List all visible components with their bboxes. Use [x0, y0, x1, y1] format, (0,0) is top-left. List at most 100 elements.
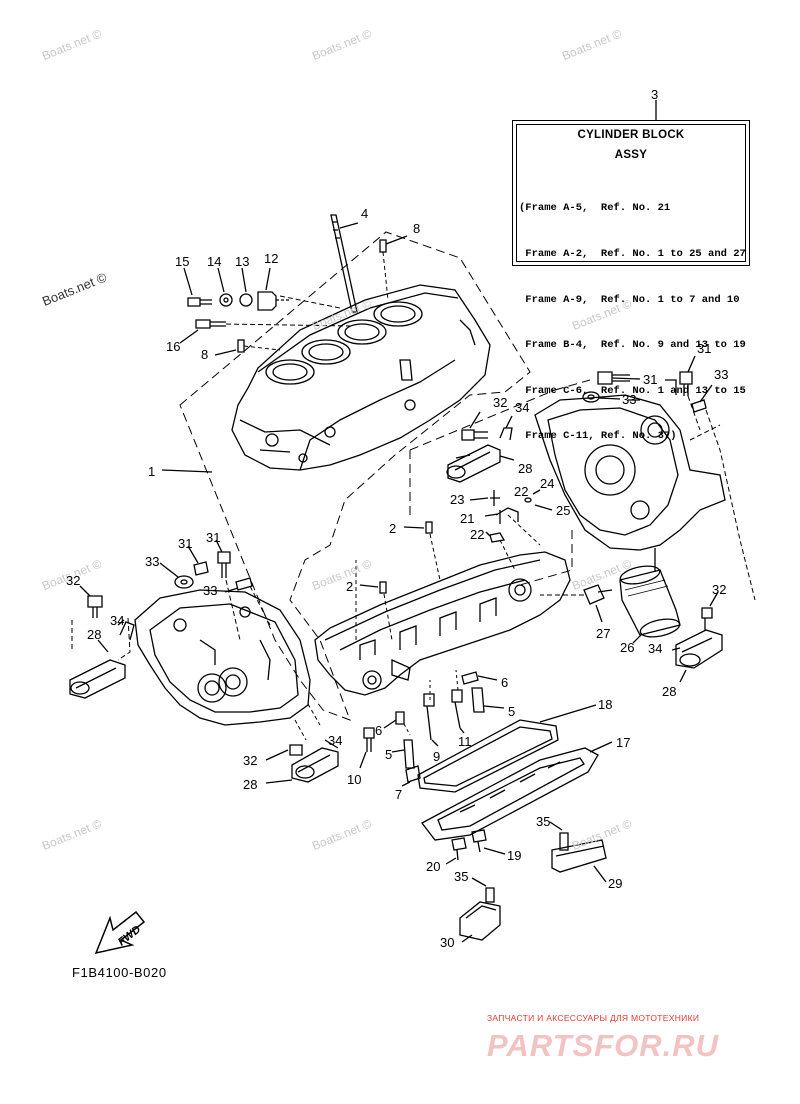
assembly-reference-list: (Frame A-5, Ref. No. 21 Frame A-2, Ref. … — [519, 171, 746, 475]
right-crankcase-group-outline — [409, 379, 591, 586]
part-callout-33: 33 — [622, 392, 637, 407]
part-callout-25: 25 — [556, 503, 571, 518]
mount-30 — [459, 877, 501, 943]
part-callout-26: 26 — [620, 640, 635, 655]
part-callout-13: 13 — [235, 254, 250, 269]
part-callout-5: 5 — [508, 704, 516, 719]
bolt-31-right — [597, 355, 701, 431]
part-callout-33: 33 — [203, 583, 218, 598]
assembly-title: CYLINDER BLOCK — [577, 129, 685, 141]
bolts-lower — [359, 669, 505, 787]
part-callout-34: 34 — [110, 613, 125, 628]
part-callout-22: 22 — [514, 484, 529, 499]
part-callout-31: 31 — [206, 530, 221, 545]
engine-mount-28-bottom — [265, 739, 339, 784]
part-callout-32: 32 — [66, 573, 81, 588]
cylinder-block-group-outline — [179, 231, 531, 721]
part-callout-8: 8 — [201, 347, 209, 362]
part-callout-4: 4 — [361, 206, 369, 221]
part-callout-31: 31 — [178, 536, 193, 551]
crankcase-lower — [314, 551, 571, 696]
assembly-ref-line: Frame A-2, Ref. No. 1 to 25 and 27 — [519, 248, 746, 261]
part-callout-33: 33 — [714, 367, 729, 382]
assembly-ref-line: Frame C-6, Ref. No. 1 and 13 to 15 — [519, 384, 746, 397]
part-callout-21: 21 — [460, 511, 475, 526]
washer-33-right — [582, 384, 756, 601]
part-callout-6: 6 — [501, 675, 509, 690]
assembly-subtitle: ASSY — [614, 149, 648, 161]
part-callout-32: 32 — [493, 395, 508, 410]
part-callout-30: 30 — [440, 935, 455, 950]
dowel-pin-2-lower — [359, 581, 393, 641]
dowel-pin-2-upper — [403, 521, 441, 581]
part-callout-27: 27 — [596, 626, 611, 641]
part-callout-9: 9 — [433, 749, 441, 764]
part-callout-28: 28 — [518, 461, 533, 476]
part-callout-6: 6 — [375, 723, 383, 738]
oil-pan — [421, 741, 613, 841]
shop-tagline: ЗАПЧАСТИ И АКСЕССУАРЫ ДЛЯ МОТОТЕХНИКИ — [487, 1013, 700, 1023]
part-callout-34: 34 — [328, 733, 343, 748]
oil-filter — [619, 565, 681, 644]
oil-pan-gasket — [417, 704, 597, 793]
engine-mount-28-left — [69, 585, 135, 699]
part-callout-28: 28 — [662, 684, 677, 699]
right-crankcase-cover — [534, 379, 726, 572]
shop-brand-logo: PARTSFOR.RU — [487, 1028, 720, 1063]
part-callout-16: 16 — [166, 339, 181, 354]
dowel-pin-left — [214, 339, 281, 356]
left-crankcase-cover — [134, 589, 321, 741]
dowel-pin-upper — [379, 235, 408, 301]
bolt-31-left — [159, 539, 271, 641]
part-callout-7: 7 — [395, 787, 403, 802]
oil-filter-fitting — [540, 584, 613, 623]
stud-bolt — [330, 214, 359, 313]
part-callout-22: 22 — [470, 527, 485, 542]
assembly-ref-line: Frame A-9, Ref. No. 1 to 7 and 10 — [519, 293, 740, 306]
engine-mount-28-right — [671, 591, 723, 683]
part-callout-17: 17 — [616, 735, 631, 750]
assembly-reference-box: CYLINDER BLOCK ASSY (Frame A-5, Ref. No.… — [512, 120, 750, 442]
part-callout-28: 28 — [87, 627, 102, 642]
part-callout-34: 34 — [648, 641, 663, 656]
part-callout-15: 15 — [175, 254, 190, 269]
part-callout-1: 1 — [148, 464, 156, 479]
part-callout-32: 32 — [243, 753, 258, 768]
part-callout-35: 35 — [454, 869, 469, 884]
part-callout-5: 5 — [385, 747, 393, 762]
part-callout-12: 12 — [264, 251, 279, 266]
part-callout-8: 8 — [413, 221, 421, 236]
part-callout-10: 10 — [347, 772, 362, 787]
part-callout-24: 24 — [540, 476, 555, 491]
fittings-row — [179, 267, 351, 344]
leader-1 — [161, 469, 213, 473]
part-callout-34: 34 — [515, 400, 530, 415]
assembly-ref-line: Frame C-11, Ref. No. 37) — [519, 430, 677, 443]
fwd-arrow — [94, 910, 146, 955]
bolts-19-20 — [445, 829, 506, 865]
part-callout-23: 23 — [450, 492, 465, 507]
bracket-29 — [549, 821, 607, 883]
engine-mount-28-upper — [446, 411, 515, 483]
part-callout-35: 35 — [536, 814, 551, 829]
part-callout-11: 11 — [458, 734, 472, 749]
part-callout-33: 33 — [145, 554, 160, 569]
part-callout-28: 28 — [243, 777, 258, 792]
part-callout-31: 31 — [643, 372, 658, 387]
part-callout-14: 14 — [207, 254, 222, 269]
part-callout-2: 2 — [346, 579, 354, 594]
assembly-ref-line: Frame B-4, Ref. No. 9 and 13 to 19 — [519, 339, 746, 352]
assembly-ref-line: (Frame A-5, Ref. No. 21 — [519, 202, 671, 215]
part-callout-18: 18 — [598, 697, 613, 712]
part-callout-29: 29 — [608, 876, 623, 891]
part-callout-2: 2 — [389, 521, 397, 536]
fittings-21-25 — [469, 489, 553, 571]
diagram-code: F1B4100-B020 — [72, 965, 167, 980]
part-callout-20: 20 — [426, 859, 441, 874]
part-callout-31: 31 — [697, 341, 712, 356]
part-callout-19: 19 — [507, 848, 522, 863]
part-callout-3: 3 — [651, 87, 659, 102]
part-callout-32: 32 — [712, 582, 727, 597]
